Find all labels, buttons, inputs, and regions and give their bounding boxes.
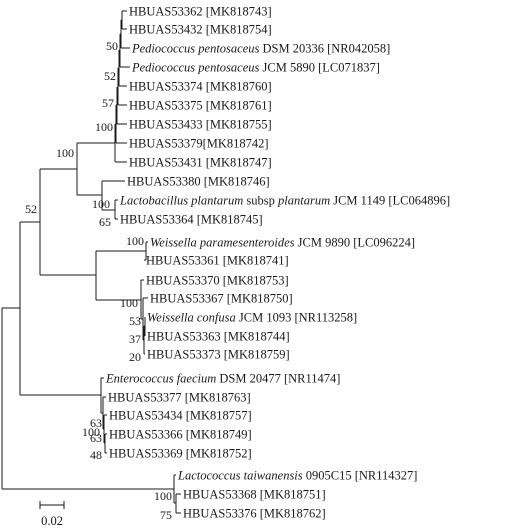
taxon-label: HBUAS53434 [MK818757] [109, 409, 252, 423]
bootstrap-value: 52 [25, 202, 37, 216]
bootstrap-value: 100 [92, 197, 110, 211]
taxon-label: Enterococcus faecium DSM 20477 [NR11474] [105, 372, 340, 386]
bootstrap-value: 52 [104, 69, 116, 83]
taxon-label: HBUAS53363 [MK818744] [147, 330, 290, 344]
taxon-label: HBUAS53367 [MK818750] [150, 292, 293, 306]
taxon-label: Pediococcus pentosaceus DSM 20336 [NR042… [131, 42, 390, 56]
taxon-label: HBUAS53380 [MK818746] [127, 175, 270, 189]
taxon-label: HBUAS53432 [MK818754] [129, 23, 272, 37]
taxon-label: HBUAS53374 [MK818760] [129, 80, 272, 94]
taxon-label: HBUAS53362 [MK818743] [129, 5, 272, 19]
taxon-label: HBUAS53373 [MK818759] [147, 348, 290, 362]
bootstrap-value: 53 [129, 314, 141, 328]
bootstrap-value: 63 [90, 416, 102, 430]
taxon-label: HBUAS53377 [MK818763] [108, 391, 251, 405]
taxon-label: HBUAS53366 [MK818749] [109, 428, 252, 442]
taxon-label: HBUAS53364 [MK818745] [120, 213, 263, 227]
taxon-label: HBUAS53431 [MK818747] [129, 156, 272, 170]
taxon-label: Weissella confusa JCM 1093 [NR113258] [147, 311, 357, 325]
bootstrap-value: 100 [56, 146, 74, 160]
taxon-label: HBUAS53370 [MK818753] [146, 274, 289, 288]
bootstrap-value: 37 [129, 332, 141, 346]
scale-bar: 0.02 [39, 501, 65, 528]
bootstrap-value: 75 [160, 508, 172, 522]
taxon-label: Pediococcus pentosaceus JCM 5890 [LC0718… [131, 61, 380, 75]
taxon-label: HBUAS53375 [MK818761] [129, 99, 272, 113]
bootstrap-value: 100 [154, 489, 172, 503]
bootstrap-value: 20 [129, 350, 141, 364]
taxon-label: Lactobacillus plantarum subsp plantarum … [119, 194, 450, 208]
bootstrap-values: 5052571001001006552100100533720100636348… [25, 39, 172, 522]
taxon-label: HBUAS53361 [MK818741] [146, 254, 289, 268]
taxon-label: HBUAS53376 [MK818762] [183, 507, 326, 521]
taxon-labels: HBUAS53362 [MK818743] HBUAS53432 [MK81875… [105, 5, 450, 521]
bootstrap-value: 50 [106, 39, 118, 53]
bootstrap-value: 100 [82, 425, 100, 439]
taxon-label: HBUAS53379[MK818742] [129, 137, 269, 151]
taxon-label: Weissella paramesenteroides JCM 9890 [LC… [150, 236, 415, 250]
scale-bar-label: 0.02 [41, 514, 63, 528]
taxon-label: HBUAS53369 [MK818752] [109, 447, 252, 461]
bootstrap-value: 57 [102, 96, 114, 110]
taxon-label: Lactococcus taiwanensis 0905C15 [NR11432… [177, 469, 417, 483]
tree-branches [1, 10, 181, 514]
bootstrap-value: 100 [126, 234, 144, 248]
bootstrap-value: 65 [99, 215, 111, 229]
taxon-label: HBUAS53368 [MK818751] [183, 488, 326, 502]
bootstrap-value: 63 [90, 431, 102, 445]
bootstrap-value: 100 [120, 296, 138, 310]
bootstrap-value: 100 [95, 120, 113, 134]
taxon-label: HBUAS53433 [MK818755] [129, 118, 272, 132]
bootstrap-value: 48 [90, 448, 102, 462]
